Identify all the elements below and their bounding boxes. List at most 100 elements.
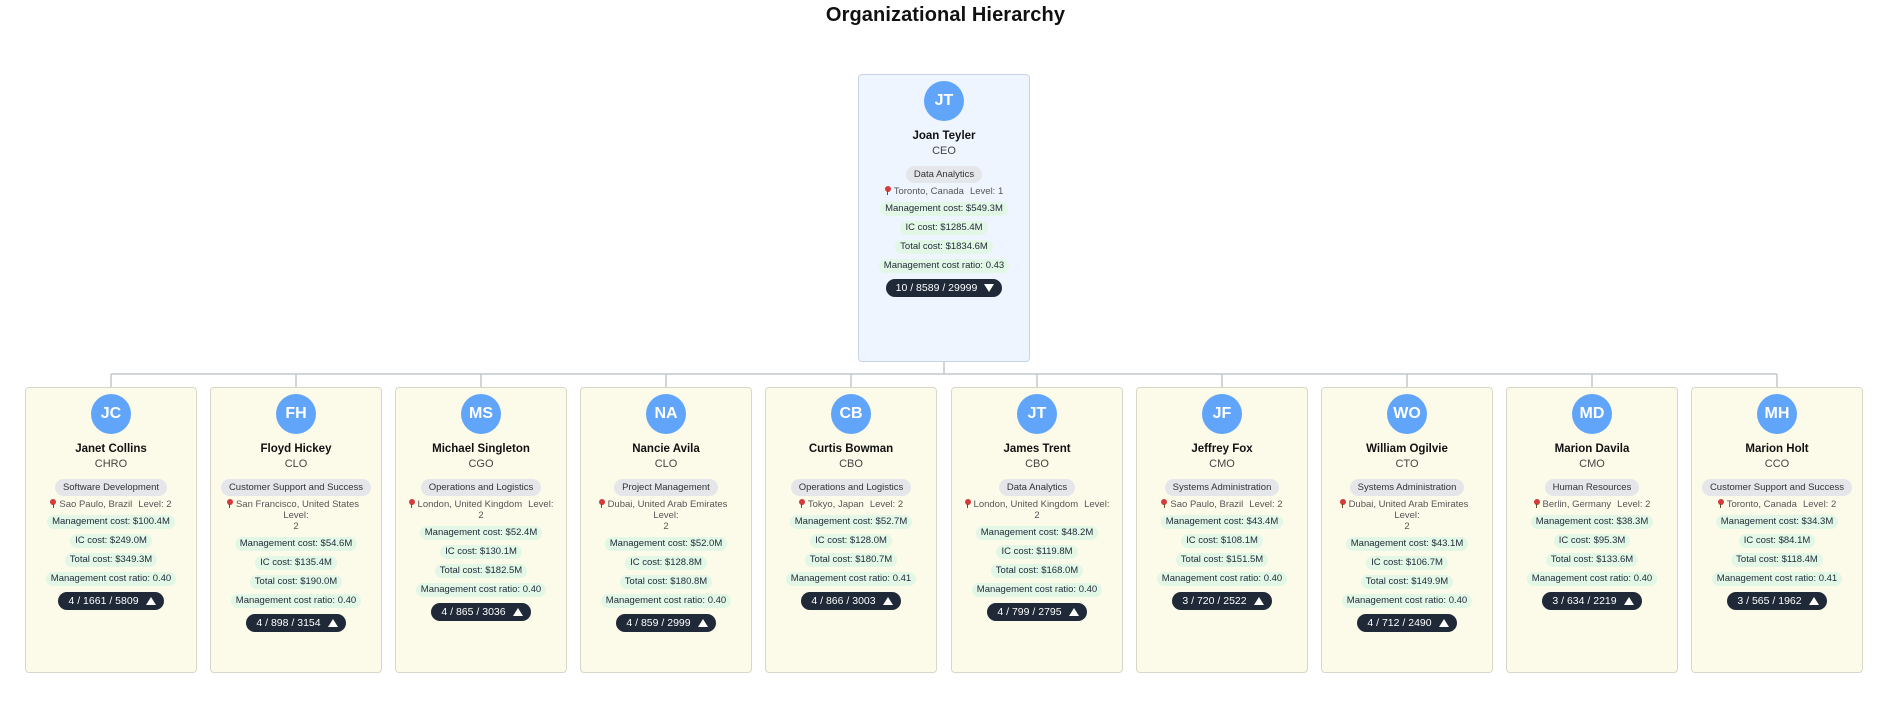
person-role: CCO <box>1764 458 1790 470</box>
total-cost-value: $190.0M <box>300 576 338 587</box>
expand-toggle-button[interactable]: 3 / 720 / 2522 <box>1172 592 1272 610</box>
ic-cost-label: IC cost: <box>1001 546 1037 557</box>
avatar: MH <box>1757 394 1797 434</box>
management-cost-badge: Management cost: $54.6M <box>234 537 358 551</box>
avatar: JT <box>1017 394 1057 434</box>
expand-toggle-button[interactable]: 10 / 8589 / 29999 <box>885 279 1003 297</box>
level-prefix: Level: <box>969 186 998 197</box>
total-cost-label: Total cost: <box>69 554 116 565</box>
ic-cost-badge: IC cost: $84.1M <box>1738 534 1816 548</box>
expand-toggle-button[interactable]: 4 / 865 / 3036 <box>431 603 531 621</box>
management-cost-badge: Management cost: $48.2M <box>975 526 1099 540</box>
management-cost-label: Management cost: <box>1535 516 1617 527</box>
management-cost-ratio-badge: Management cost ratio: 0.40 <box>971 583 1103 597</box>
total-cost-badge: Total cost: $118.4M <box>1731 553 1823 567</box>
location-line: San Francisco, United StatesLevel: 2 <box>211 499 381 532</box>
location-pin-icon <box>798 499 805 508</box>
expand-toggle-button[interactable]: 4 / 898 / 3154 <box>246 614 346 632</box>
expand-toggle-button[interactable]: 4 / 1661 / 5809 <box>58 592 164 610</box>
caret-up-icon <box>512 608 523 616</box>
avatar: WO <box>1387 394 1427 434</box>
level-prefix: Level: <box>1084 499 1110 510</box>
location-pin-icon <box>1533 499 1540 508</box>
person-name: Floyd Hickey <box>260 443 332 455</box>
caret-up-icon <box>697 619 708 627</box>
ic-cost-value: $95.3M <box>1593 535 1626 546</box>
caret-up-icon <box>882 597 893 605</box>
management-cost-label: Management cost: <box>980 527 1062 538</box>
avatar: CB <box>831 394 871 434</box>
management-cost-badge: Management cost: $43.4M <box>1160 515 1284 529</box>
location-pin-icon <box>1339 499 1346 508</box>
ic-cost-value: $135.4M <box>294 557 332 568</box>
avatar: JF <box>1202 394 1242 434</box>
total-cost-badge: Total cost: $151.5M <box>1175 553 1269 567</box>
subordinate-counts: 4 / 898 / 3154 <box>256 617 321 629</box>
management-cost-value: $48.2M <box>1061 527 1094 538</box>
person-name: Janet Collins <box>75 443 147 455</box>
person-name: William Ogilvie <box>1366 443 1448 455</box>
ic-cost-badge: IC cost: $108.1M <box>1181 534 1263 548</box>
ic-cost-label: IC cost: <box>75 535 110 546</box>
caret-up-icon <box>327 619 338 627</box>
location-text: Toronto, Canada <box>1726 499 1797 510</box>
location-pin-icon <box>1717 499 1724 508</box>
total-cost-label: Total cost: <box>1736 554 1782 565</box>
expand-toggle-button[interactable]: 3 / 565 / 1962 <box>1727 592 1827 610</box>
level-prefix: Level: <box>138 499 167 510</box>
expand-toggle-button[interactable]: 4 / 866 / 3003 <box>801 592 901 610</box>
caret-up-icon <box>1623 597 1634 605</box>
level-prefix: Level: <box>1394 510 1420 521</box>
management-cost-ratio-value: 0.40 <box>707 595 727 606</box>
level-value: 2 <box>166 499 172 510</box>
department-badge: Systems Administration <box>1349 479 1465 496</box>
management-cost-value: $549.3M <box>965 203 1003 214</box>
department-badge: Human Resources <box>1544 479 1640 496</box>
management-cost-label: Management cost: <box>1720 516 1802 527</box>
department-badge: Customer Support and Success <box>220 479 372 496</box>
management-cost-badge: Management cost: $52.4M <box>419 526 543 540</box>
department-badge: Data Analytics <box>905 166 983 183</box>
avatar: JC <box>91 394 131 434</box>
management-cost-ratio-badge: Management cost ratio: 0.40 <box>415 583 547 597</box>
management-cost-ratio-badge: Management cost ratio: 0.40 <box>1526 572 1658 586</box>
level-prefix: Level: <box>653 510 679 521</box>
person-name: Marion Davila <box>1554 443 1630 455</box>
management-cost-label: Management cost: <box>424 527 506 538</box>
expand-toggle-button[interactable]: 4 / 799 / 2795 <box>987 603 1087 621</box>
ic-cost-label: IC cost: <box>1743 535 1779 546</box>
location-pin-icon <box>226 499 233 508</box>
person-role: CEO <box>932 145 956 157</box>
ic-cost-value: $1285.4M <box>940 222 983 233</box>
location-pin-icon <box>884 186 891 195</box>
expand-toggle-button[interactable]: 4 / 859 / 2999 <box>616 614 716 632</box>
ic-cost-label: IC cost: <box>445 546 480 557</box>
management-cost-ratio-badge: Management cost ratio: 0.40 <box>600 594 732 608</box>
management-cost-label: Management cost: <box>1350 538 1432 549</box>
management-cost-ratio-value: 0.41 <box>892 573 912 584</box>
expand-toggle-button[interactable]: 3 / 634 / 2219 <box>1542 592 1642 610</box>
management-cost-badge: Management cost: $100.4M <box>47 515 175 529</box>
ic-cost-value: $84.1M <box>1778 535 1811 546</box>
management-cost-value: $52.4M <box>505 527 538 538</box>
ic-cost-value: $119.8M <box>1036 546 1073 557</box>
person-name: Curtis Bowman <box>808 443 894 455</box>
expand-toggle-button[interactable]: 4 / 712 / 2490 <box>1357 614 1457 632</box>
